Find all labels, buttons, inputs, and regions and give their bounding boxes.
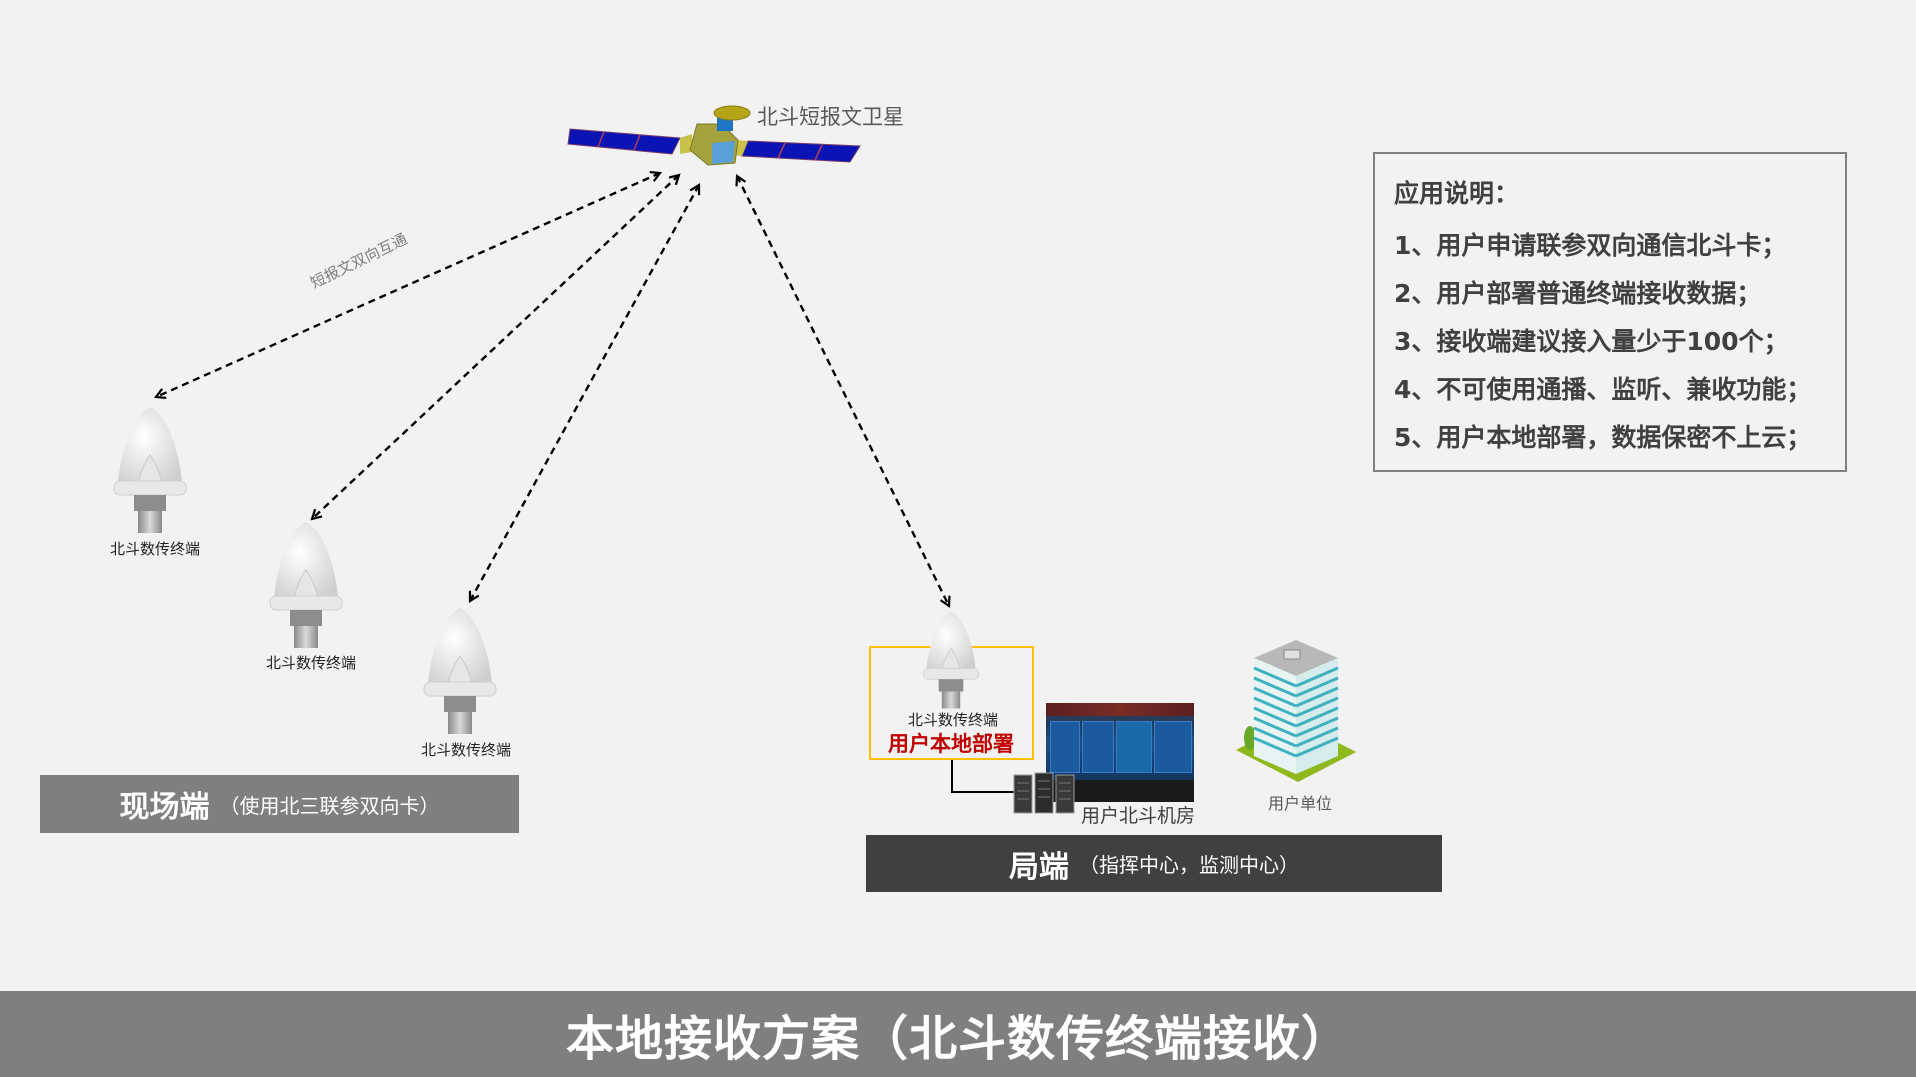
notes-item-1: 1、用户申请联参双向通信北斗卡； xyxy=(1394,231,1787,260)
machine-room-label: 用户北斗机房 xyxy=(1081,805,1196,827)
office-side-title: 局端 xyxy=(1009,849,1069,885)
terminal-icon-1 xyxy=(113,407,187,533)
field-terminal-label-1: 北斗数传终端 xyxy=(109,540,201,558)
terminal-icon-2 xyxy=(269,522,343,648)
notes-item-2: 2、用户部署普通终端接收数据； xyxy=(1394,279,1762,308)
terminal-icon-3 xyxy=(423,608,497,734)
field-side-subtitle: （使用北三联参双向卡） xyxy=(219,793,440,818)
field-side-bar: 现场端 （使用北三联参双向卡） xyxy=(40,775,519,833)
link-arrow-terminal-1 xyxy=(156,173,660,397)
field-terminal-label-2: 北斗数传终端 xyxy=(265,654,357,672)
notes-item-3: 3、接收端建议接入量少于100个； xyxy=(1394,327,1789,356)
notes-item-4: 4、不可使用通播、监听、兼收功能； xyxy=(1394,375,1812,404)
office-side-subtitle: （指挥中心，监测中心） xyxy=(1079,853,1299,877)
office-side-bar: 局端 （指挥中心，监测中心） xyxy=(866,835,1442,892)
user-unit-label: 用户单位 xyxy=(1268,794,1333,813)
office-terminal-icon xyxy=(922,611,980,709)
office-terminal-label: 北斗数传终端 xyxy=(908,711,999,729)
local-deploy-label: 用户本地部署 xyxy=(888,732,1014,756)
office-building-icon xyxy=(1236,640,1356,782)
link-arrow-terminal-3 xyxy=(470,185,699,601)
link-arrow-terminal-2 xyxy=(312,175,679,519)
terminal-server-connector xyxy=(951,760,1018,793)
application-notes-box: 应用说明： 1、用户申请联参双向通信北斗卡； 2、用户部署普通终端接收数据； 3… xyxy=(1373,152,1847,472)
satellite-label: 北斗短报文卫星 xyxy=(757,105,904,129)
server-rack-icon xyxy=(1013,772,1075,814)
field-terminal-label-3: 北斗数传终端 xyxy=(420,741,512,759)
footer-title-bar: 本地接收方案（北斗数传终端接收） xyxy=(0,991,1916,1077)
notes-heading: 应用说明： xyxy=(1394,179,1520,208)
footer-title: 本地接收方案（北斗数传终端接收） xyxy=(565,1011,1350,1067)
satellite-icon xyxy=(567,105,861,166)
field-side-title: 现场端 xyxy=(119,790,210,825)
notes-item-5: 5、用户本地部署，数据保密不上云； xyxy=(1394,423,1812,452)
link-arrow-office-terminal xyxy=(737,176,949,606)
